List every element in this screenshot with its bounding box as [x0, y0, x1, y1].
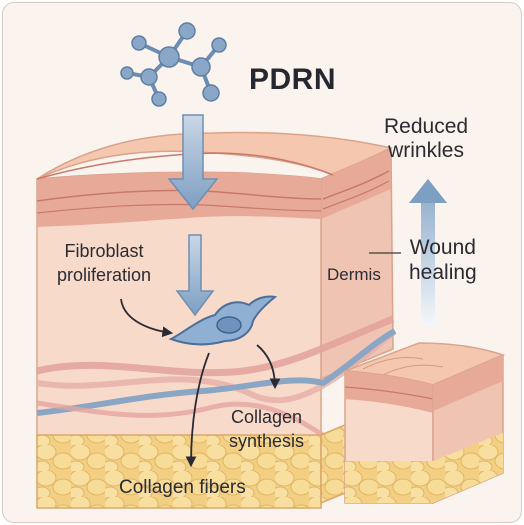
fiber-pink-1 [36, 315, 395, 377]
fibroblast-line-1: Fibroblast [64, 241, 144, 261]
collagen-synthesis-label: Collagen synthesis [229, 405, 304, 453]
fiber-pink-3 [36, 400, 325, 438]
fibroblast-line-2: proliferation [57, 265, 152, 285]
fibers-arrow [185, 352, 210, 468]
collagen-synthesis-line-1: Collagen [230, 407, 303, 427]
inner-down-arrow [175, 234, 215, 317]
page-title: PDRN [249, 63, 337, 96]
fat-layer [36, 434, 322, 509]
reduced-wrinkles-label: Reduced wrinkles [384, 115, 468, 163]
up-arrow [409, 179, 447, 325]
fibroblast-proliferation-label: Fibroblast proliferation [57, 239, 151, 287]
fibroblast-pointer-arrow [120, 298, 174, 338]
synthesis-arrow [256, 344, 281, 390]
wound-healing-line-1: Wound [409, 236, 476, 259]
epidermis-band [37, 172, 321, 227]
wound-healing-label: Wound healing [409, 235, 477, 285]
collagen-synthesis-line-2: synthesis [229, 431, 305, 451]
collagen-fibers-label: Collagen fibers [119, 477, 246, 498]
dermis-label: Dermis [327, 265, 381, 284]
skin-diagram [36, 22, 506, 509]
wound-healing-line-2: healing [409, 261, 477, 284]
skin-top-surface [36, 131, 394, 180]
reduced-wrinkles-line-2: wrinkles [388, 139, 464, 162]
fiber-blue-1 [36, 328, 397, 416]
reduced-wrinkles-line-1: Reduced [384, 115, 469, 138]
side-epidermis-band [321, 149, 391, 219]
pdrn-down-arrow [167, 114, 219, 211]
